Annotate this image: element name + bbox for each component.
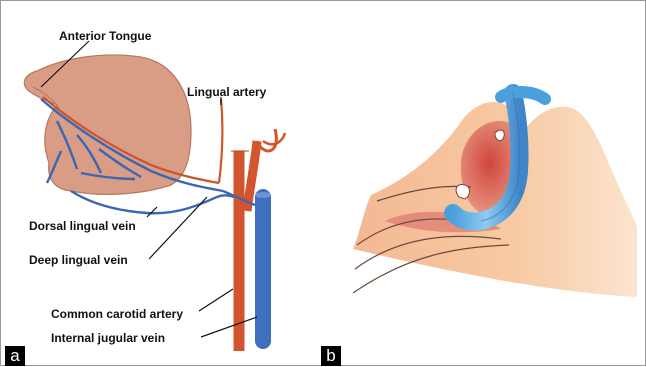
label-common-carotid-artery: Common carotid artery — [51, 307, 183, 321]
panel-letter-a: a — [5, 346, 25, 366]
label-lingual-artery: Lingual artery — [187, 85, 266, 99]
label-dorsal-lingual-vein: Dorsal lingual vein — [29, 219, 136, 233]
panel-letter-b: b — [321, 346, 341, 366]
tongue-shape — [24, 55, 191, 194]
label-internal-jugular-vein: Internal jugular vein — [51, 331, 165, 345]
label-deep-lingual-vein: Deep lingual vein — [29, 253, 128, 267]
label-anterior-tongue: Anterior Tongue — [59, 29, 151, 43]
panel-b-drawing — [353, 92, 637, 297]
lingual-artery-vessel — [219, 99, 222, 183]
